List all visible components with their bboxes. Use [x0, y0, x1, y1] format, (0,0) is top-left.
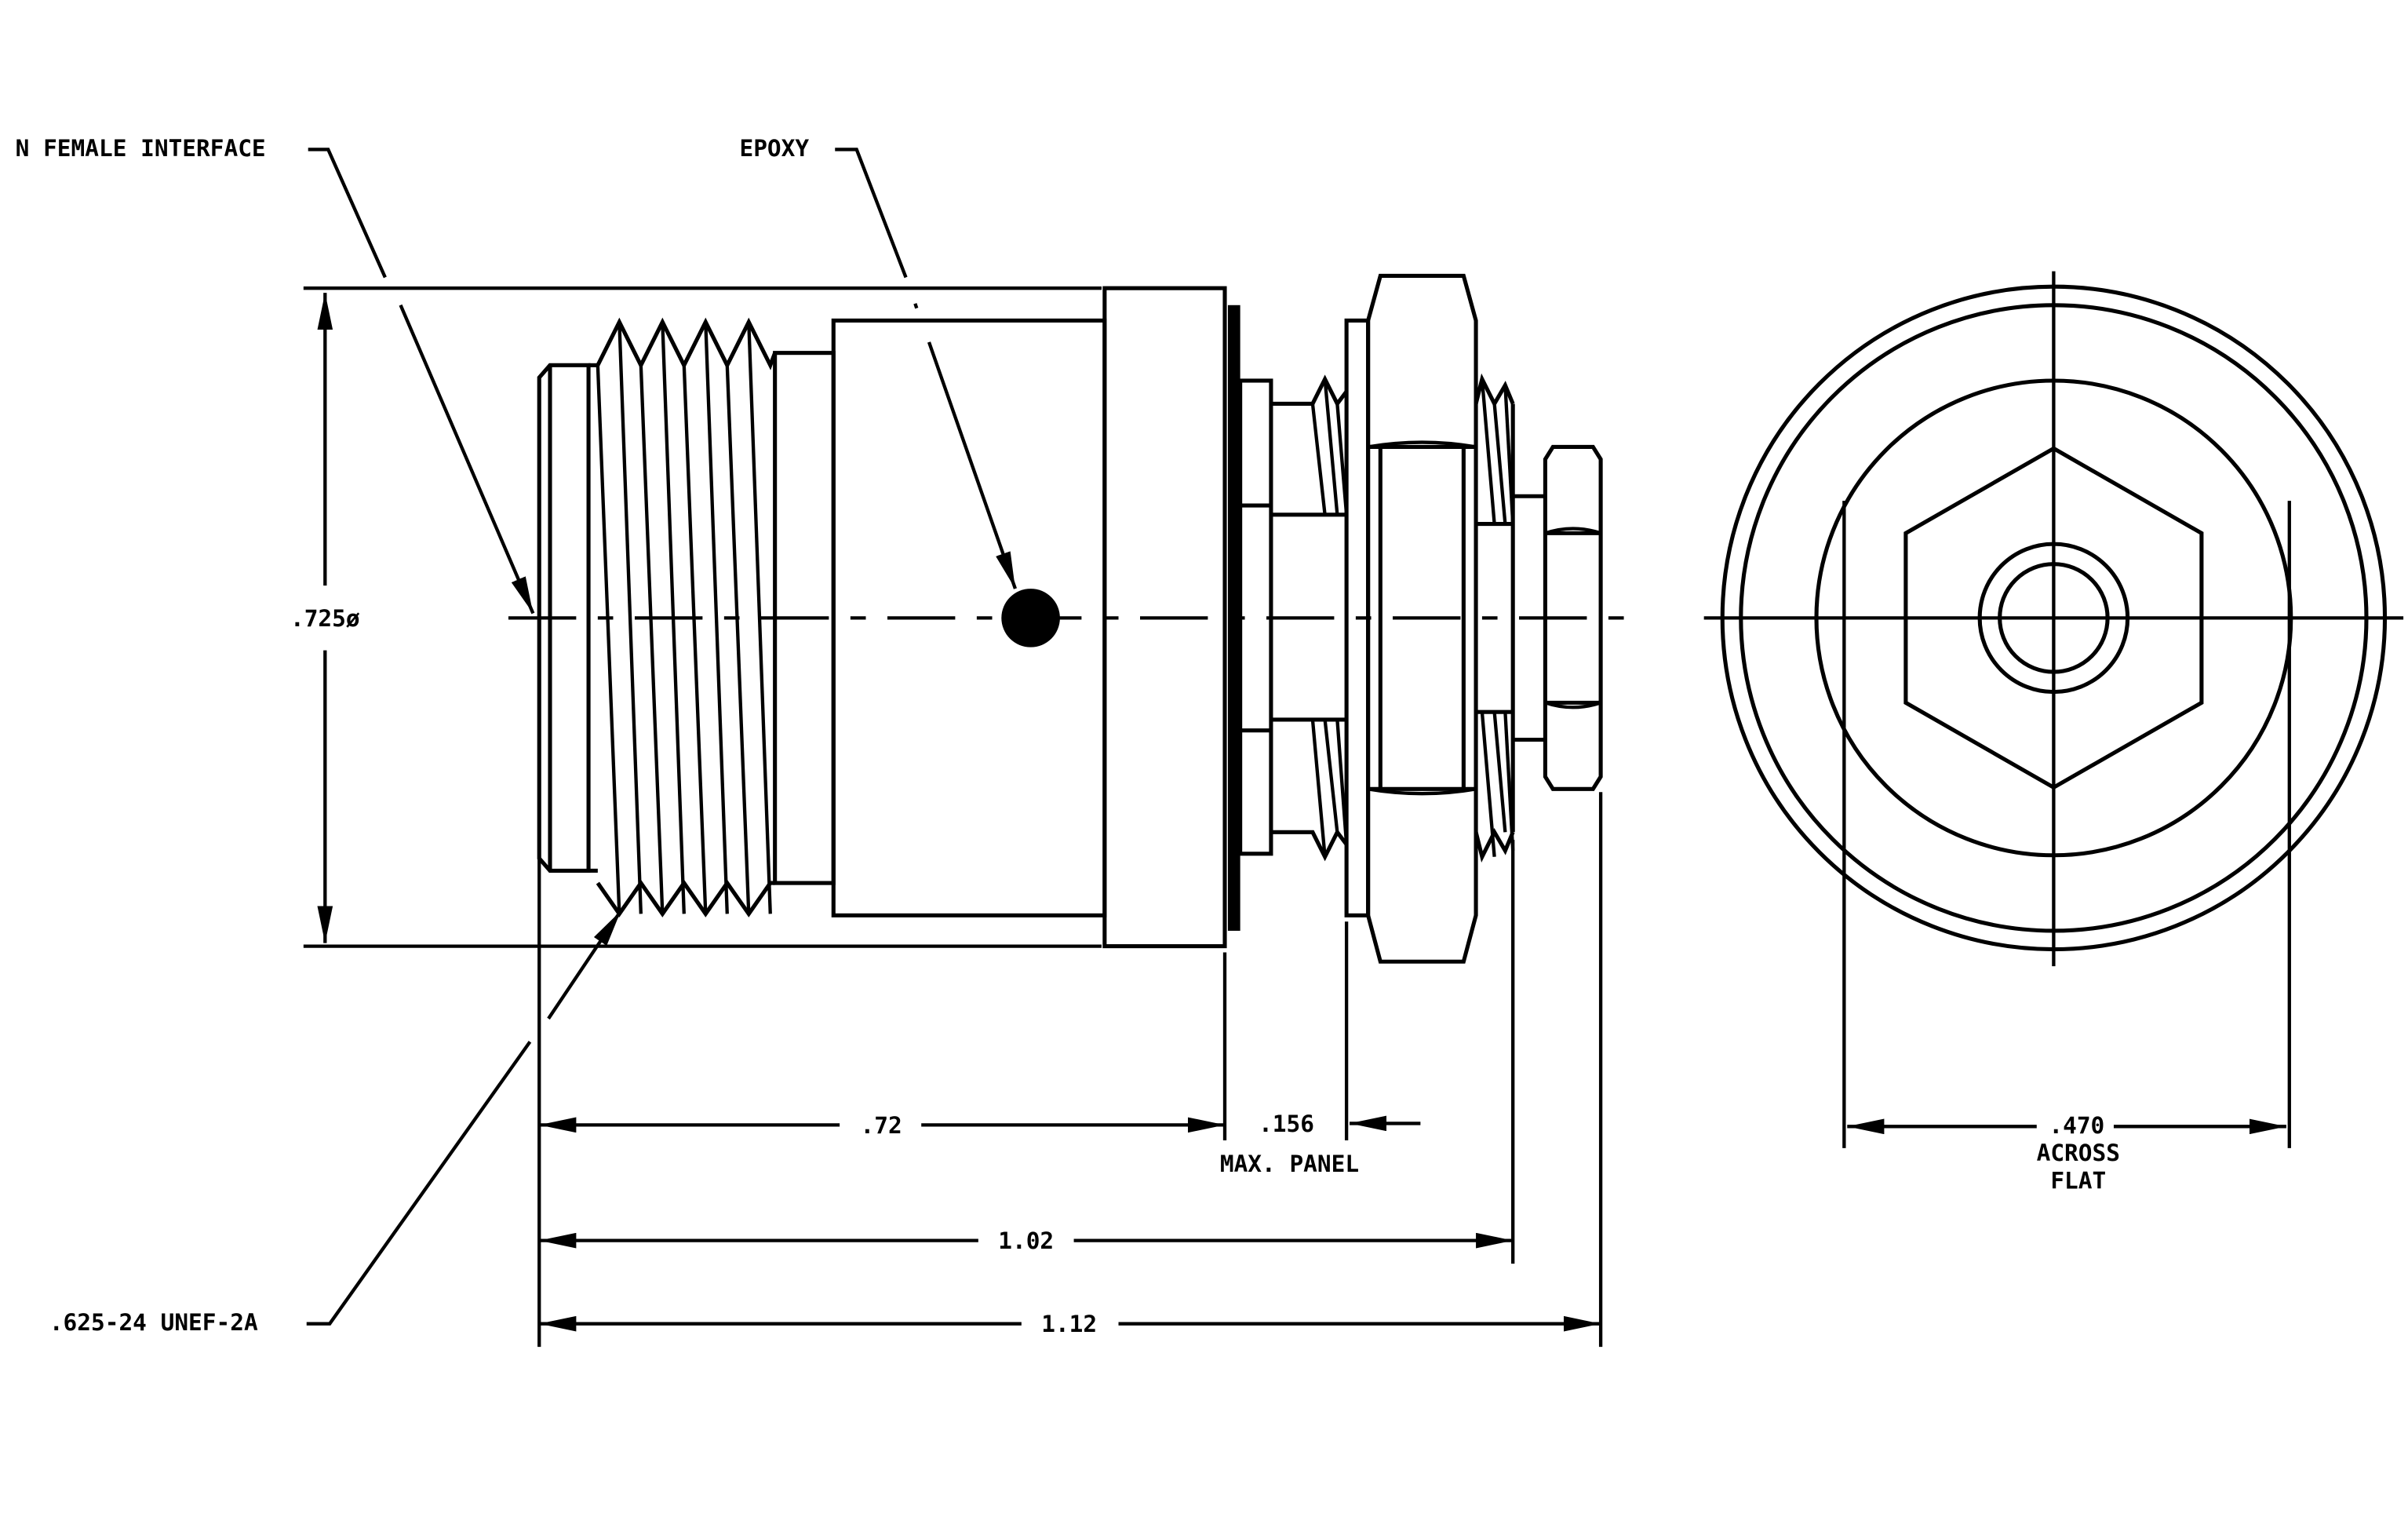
flange-circle	[1739, 303, 2369, 933]
callout-epoxy-label: EPOXY	[739, 135, 809, 162]
dim-overall-length: 1.12	[539, 1311, 1601, 1337]
thread-section	[588, 317, 836, 917]
dim-panel: .156 MAX. PANEL	[1220, 1111, 1421, 1177]
end-view	[1703, 271, 2404, 967]
dim-mid-length: 1.02	[539, 1227, 1514, 1254]
dim-diameter-label: .725ø	[290, 605, 360, 632]
hex-nut	[1366, 273, 1478, 964]
dim-across-line2: FLAT	[2050, 1168, 2106, 1195]
callouts: N FEMALE INTERFACE EPOXY .625-24 UNEF-2A	[16, 135, 1018, 1336]
dim-panel-value: .156	[1259, 1111, 1314, 1137]
callout-epoxy: EPOXY	[739, 135, 1018, 589]
dim-across-flat: .470 ACROSS FLAT	[1847, 1112, 2286, 1195]
outer-circle	[1720, 284, 2388, 952]
gasket	[1227, 305, 1240, 931]
side-view	[508, 273, 1630, 964]
dim-across-line1: ACROSS	[2037, 1140, 2120, 1166]
dim-mid-length-label: 1.02	[998, 1227, 1054, 1254]
callout-interface: N FEMALE INTERFACE	[16, 135, 535, 615]
dim-body-length: .72	[539, 1112, 1226, 1139]
rear-hex	[1543, 444, 1603, 791]
pin-inner-circle	[1998, 562, 2110, 674]
rear-thread-upper	[1270, 374, 1349, 517]
dim-overall-length-label: 1.12	[1041, 1311, 1097, 1337]
rear-thread-lower	[1270, 717, 1349, 862]
dim-across-value: .470	[2049, 1112, 2104, 1139]
callout-thread-label: .625-24 UNEF-2A	[49, 1309, 258, 1336]
epoxy-dot	[1001, 589, 1060, 647]
callout-thread: .625-24 UNEF-2A	[49, 910, 623, 1336]
dim-body-length-label: .72	[861, 1112, 902, 1139]
dim-diameter: .725ø	[290, 293, 360, 943]
callout-interface-label: N FEMALE INTERFACE	[16, 135, 266, 162]
pin-outer-circle	[1977, 542, 2130, 695]
rear-thread-after-nut	[1474, 373, 1546, 863]
hex-outline	[1903, 446, 2204, 790]
flange	[1102, 286, 1227, 949]
dim-panel-note: MAX. PANEL	[1220, 1151, 1359, 1177]
dimensions: .725ø .72 .156 MAX. PANEL 1.02 1.12	[290, 286, 2291, 1348]
neck	[1238, 378, 1273, 856]
